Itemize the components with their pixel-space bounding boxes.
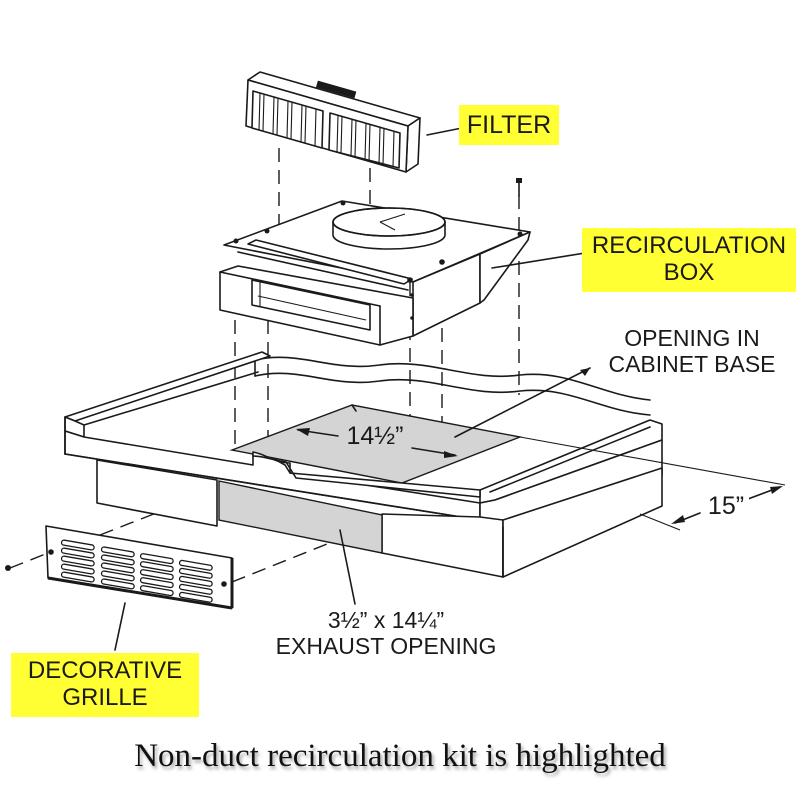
- grille-slot: [100, 570, 135, 582]
- recirculation-box-leader-line: [491, 252, 586, 269]
- grille-slot: [60, 539, 95, 551]
- opening-in-cabinet-base-label: OPENING IN CABINET BASE: [594, 325, 790, 378]
- grille-label-line2: GRILLE: [62, 684, 148, 711]
- grille-slot: [139, 577, 174, 589]
- recirculation-box-label: RECIRCULATION BOX: [582, 228, 796, 292]
- dimension-opening-width: [296, 428, 458, 458]
- grille-slot: [60, 563, 95, 575]
- grille-slot: [178, 583, 213, 595]
- opening-leader-line: [454, 367, 591, 438]
- filter-label-text: FILTER: [466, 111, 552, 139]
- dimension-cabinet-depth: [519, 436, 786, 531]
- grille-slot: [100, 554, 135, 566]
- grille-slot: [139, 553, 174, 565]
- recirculation-box-part: [219, 200, 531, 346]
- exhaust-opening-text: EXHAUST OPENING: [275, 632, 497, 659]
- grille-slot: [139, 561, 174, 573]
- grille-slot: [100, 546, 135, 558]
- exhaust-leader-line: [339, 529, 356, 605]
- opening-label-line2: CABINET BASE: [608, 350, 776, 377]
- grille-slot: [60, 547, 95, 559]
- filter-label: FILTER: [459, 105, 559, 145]
- cabinet-base-part: [64, 351, 663, 578]
- recirculation-box-label-line2: BOX: [663, 259, 715, 286]
- decorative-grille-label: DECORATIVE GRILLE: [11, 653, 199, 717]
- opening-width-dimension: 14½”: [340, 422, 410, 450]
- opening-label-line1: OPENING IN: [624, 325, 760, 351]
- grille-slot: [178, 575, 213, 587]
- exhaust-opening-label: 3½” x 14¼” EXHAUST OPENING: [255, 607, 517, 660]
- grille-leader-line: [114, 602, 126, 651]
- grille-slot: [178, 567, 213, 579]
- decorative-grille-part: [45, 525, 234, 610]
- exhaust-opening-dimensions: 3½” x 14¼”: [327, 607, 445, 633]
- caption: Non-duct recirculation kit is highlighte…: [134, 738, 666, 774]
- cabinet-depth-dimension: 15”: [703, 492, 749, 520]
- grille-slot: [60, 571, 95, 583]
- grille-slot: [178, 559, 213, 571]
- recirculation-box-label-line1: RECIRCULATION: [591, 232, 787, 260]
- grille-slot: [139, 569, 174, 581]
- grille-slot: [100, 578, 135, 590]
- filter-part: [245, 71, 421, 173]
- mounting-screws: [5, 178, 522, 571]
- grille-slot: [139, 585, 174, 597]
- grille-slot: [178, 591, 213, 603]
- filter-leader-line: [426, 127, 463, 136]
- grille-slot: [100, 562, 135, 574]
- grille-label-line1: DECORATIVE: [27, 657, 183, 685]
- grille-slot: [60, 555, 95, 567]
